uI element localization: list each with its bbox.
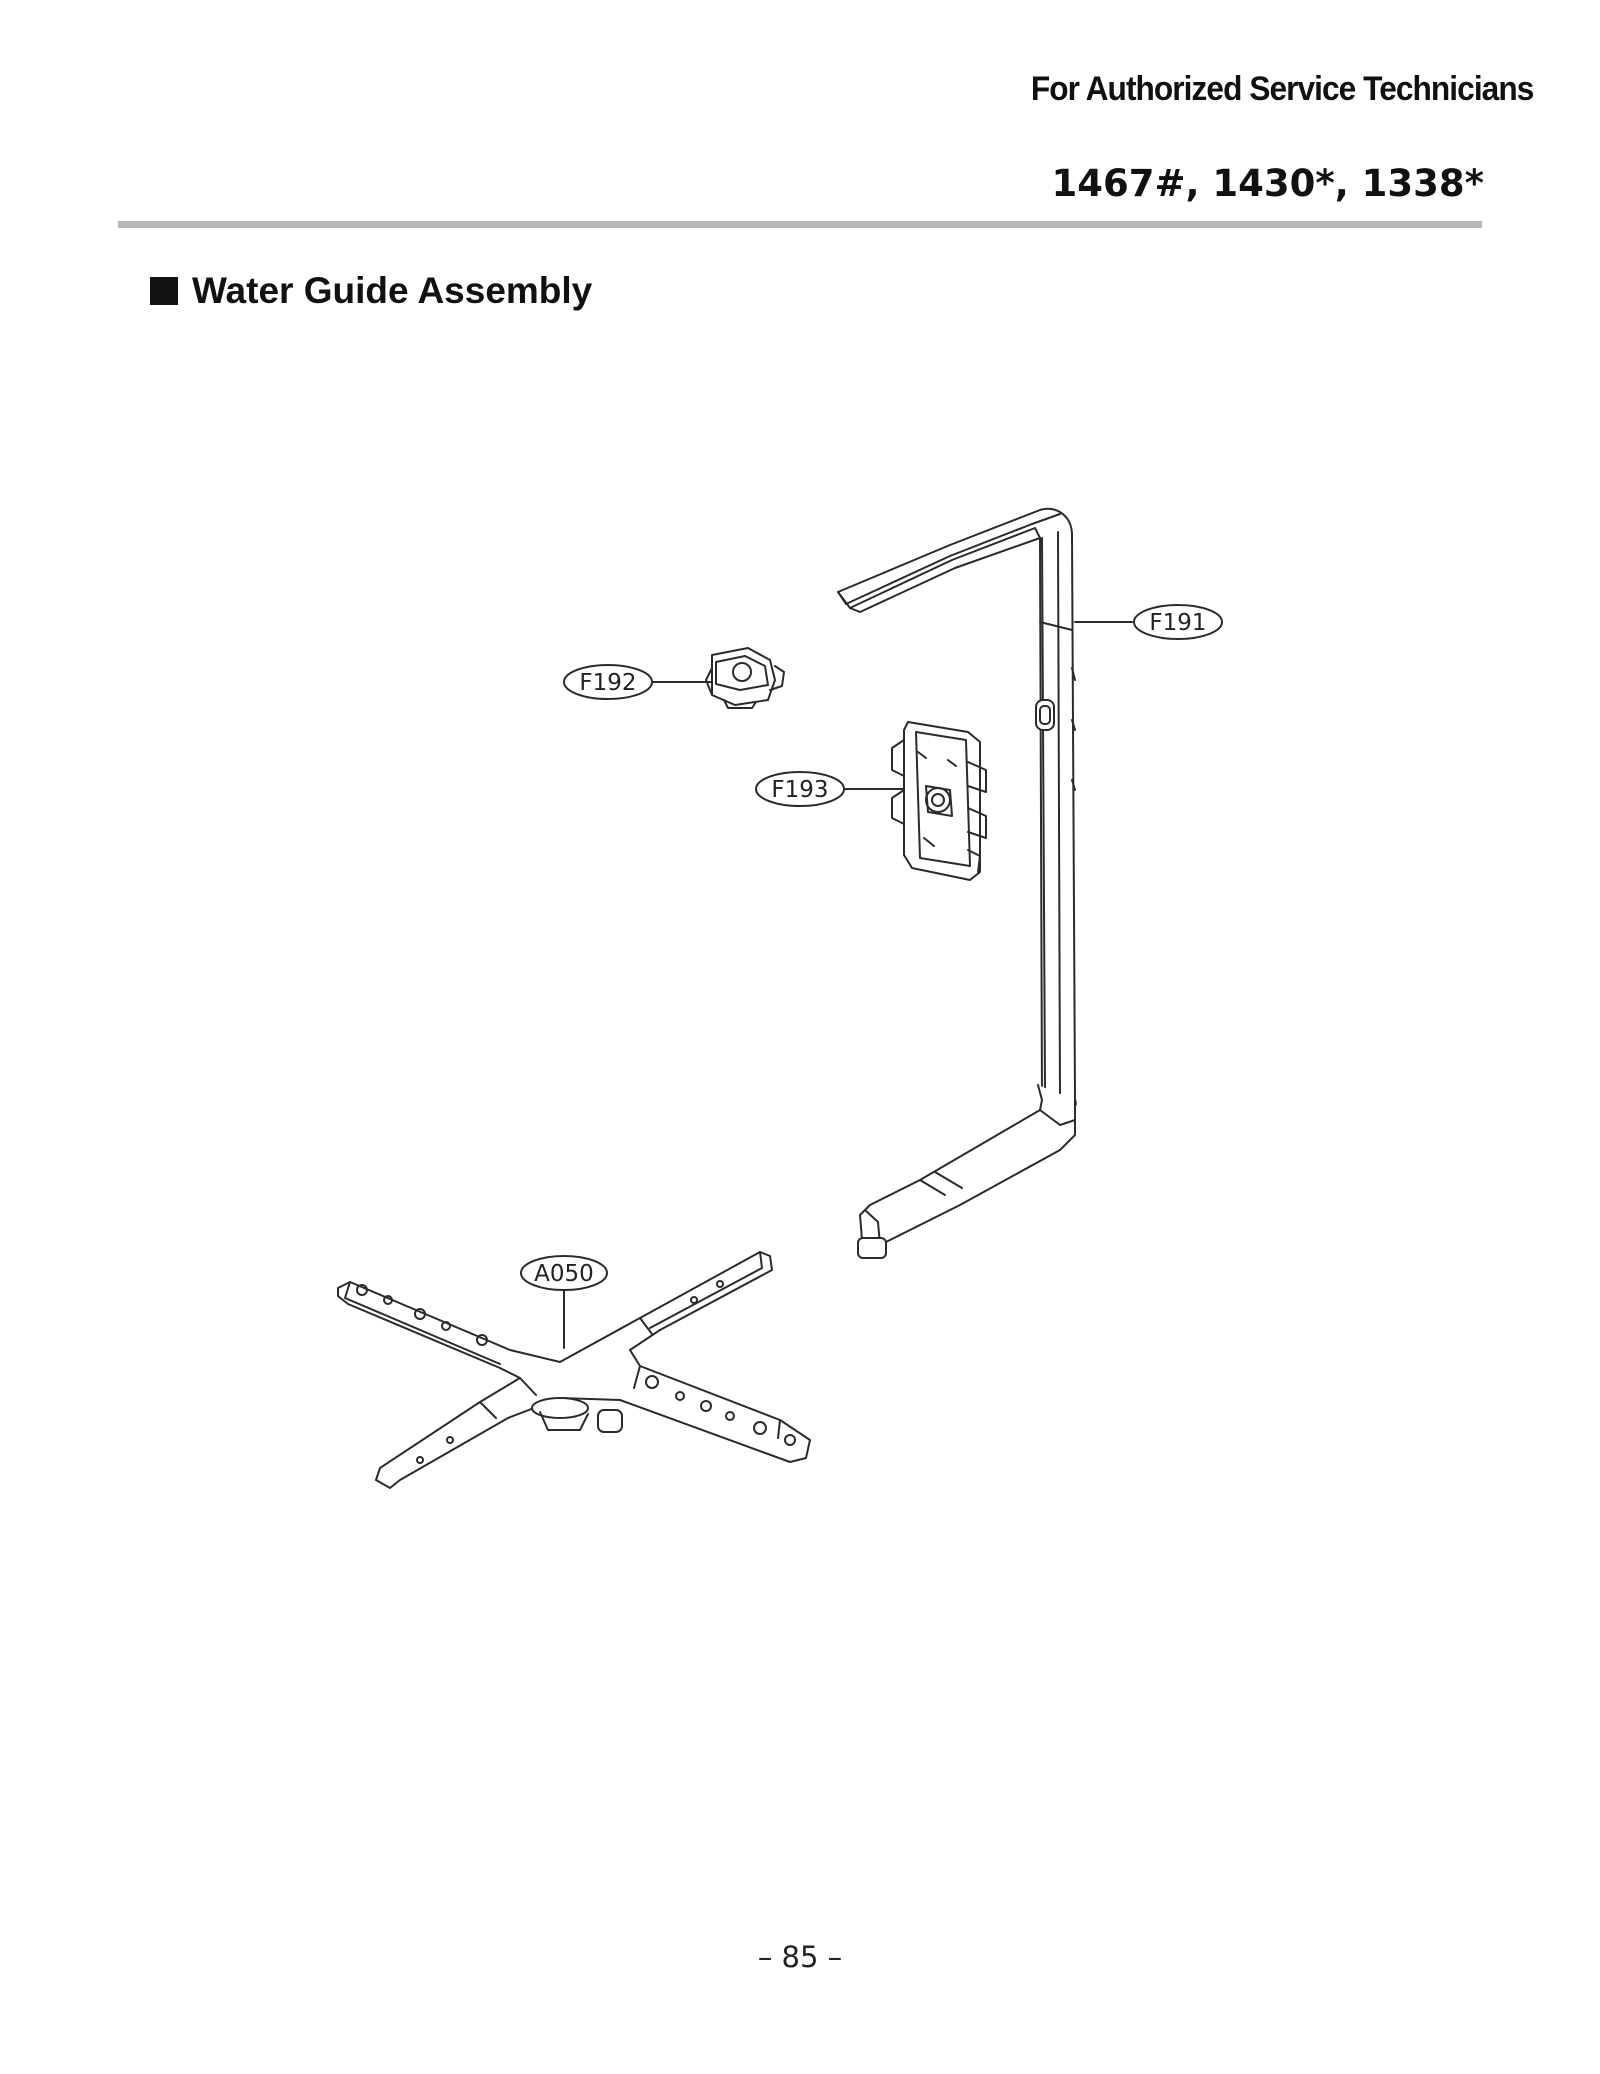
section-heading: Water Guide Assembly <box>150 270 592 312</box>
callout-f192-label: F192 <box>579 670 636 696</box>
header-note: For Authorized Service Technicians <box>1030 70 1533 108</box>
spray-arm-part <box>337 1251 811 1489</box>
callout-f192 <box>563 664 713 700</box>
header-rule <box>118 221 1482 228</box>
callout-a050 <box>520 1255 608 1349</box>
page-number: – 85 – <box>757 1940 843 1974</box>
flow-valve-part <box>705 647 785 709</box>
section-title: Water Guide Assembly <box>192 270 593 311</box>
water-guide-pipe-part <box>837 507 1077 1259</box>
callout-f193 <box>755 771 905 807</box>
callout-f193-label: F193 <box>771 777 828 803</box>
square-bullet-icon <box>150 277 178 305</box>
diverter-bracket-part <box>891 721 987 881</box>
callout-f191 <box>1074 604 1223 640</box>
model-numbers: 1467#, 1430*, 1338* <box>1051 162 1484 205</box>
callout-f191-label: F191 <box>1149 610 1206 636</box>
callout-a050-label: A050 <box>534 1261 594 1287</box>
